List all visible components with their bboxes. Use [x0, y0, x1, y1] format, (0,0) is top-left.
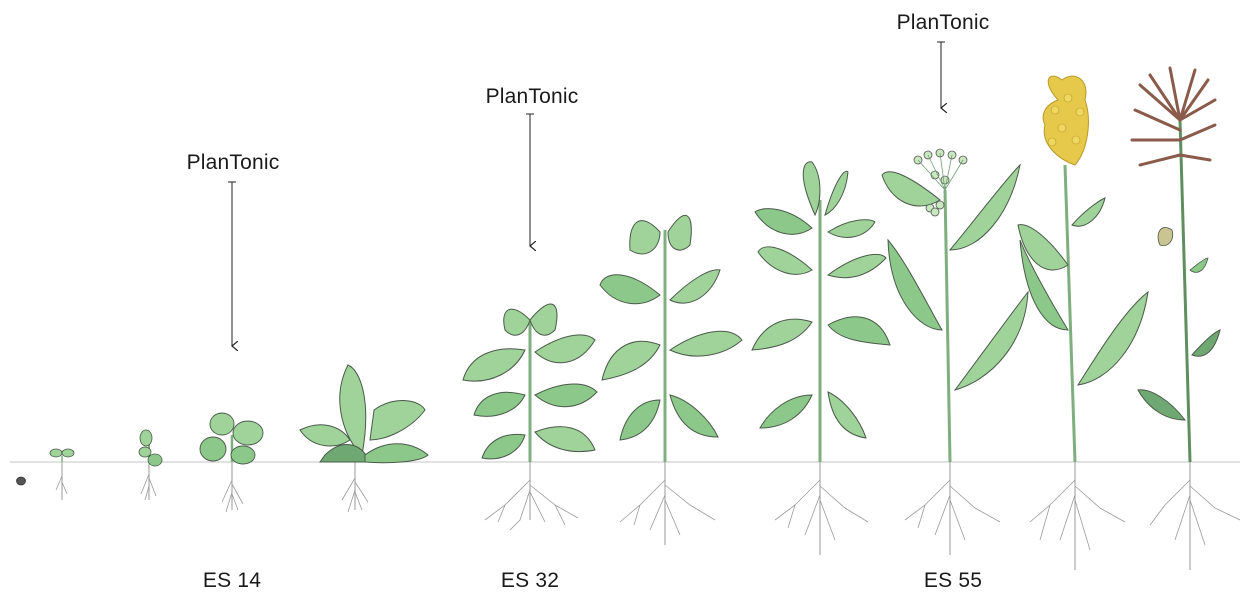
plant-stem-elongation [600, 215, 742, 545]
plant-rosette [300, 365, 428, 512]
seed [17, 477, 26, 485]
plant-seedling-1 [50, 449, 74, 500]
plant-ripening [1132, 68, 1240, 570]
plant-seedling-2 [139, 430, 162, 500]
stage-label-es32: ES 32 [501, 569, 559, 593]
application-label-2: PlanTonic [486, 85, 579, 109]
plant-es32 [463, 304, 597, 530]
plant-es55 [882, 149, 1028, 555]
stage-label-es55: ES 55 [924, 569, 982, 593]
stage-label-es14: ES 14 [203, 569, 261, 593]
plant-flowering [1018, 76, 1148, 570]
application-label-3: PlanTonic [897, 11, 990, 35]
plant-budding [752, 162, 890, 555]
application-label-1: PlanTonic [187, 151, 280, 175]
